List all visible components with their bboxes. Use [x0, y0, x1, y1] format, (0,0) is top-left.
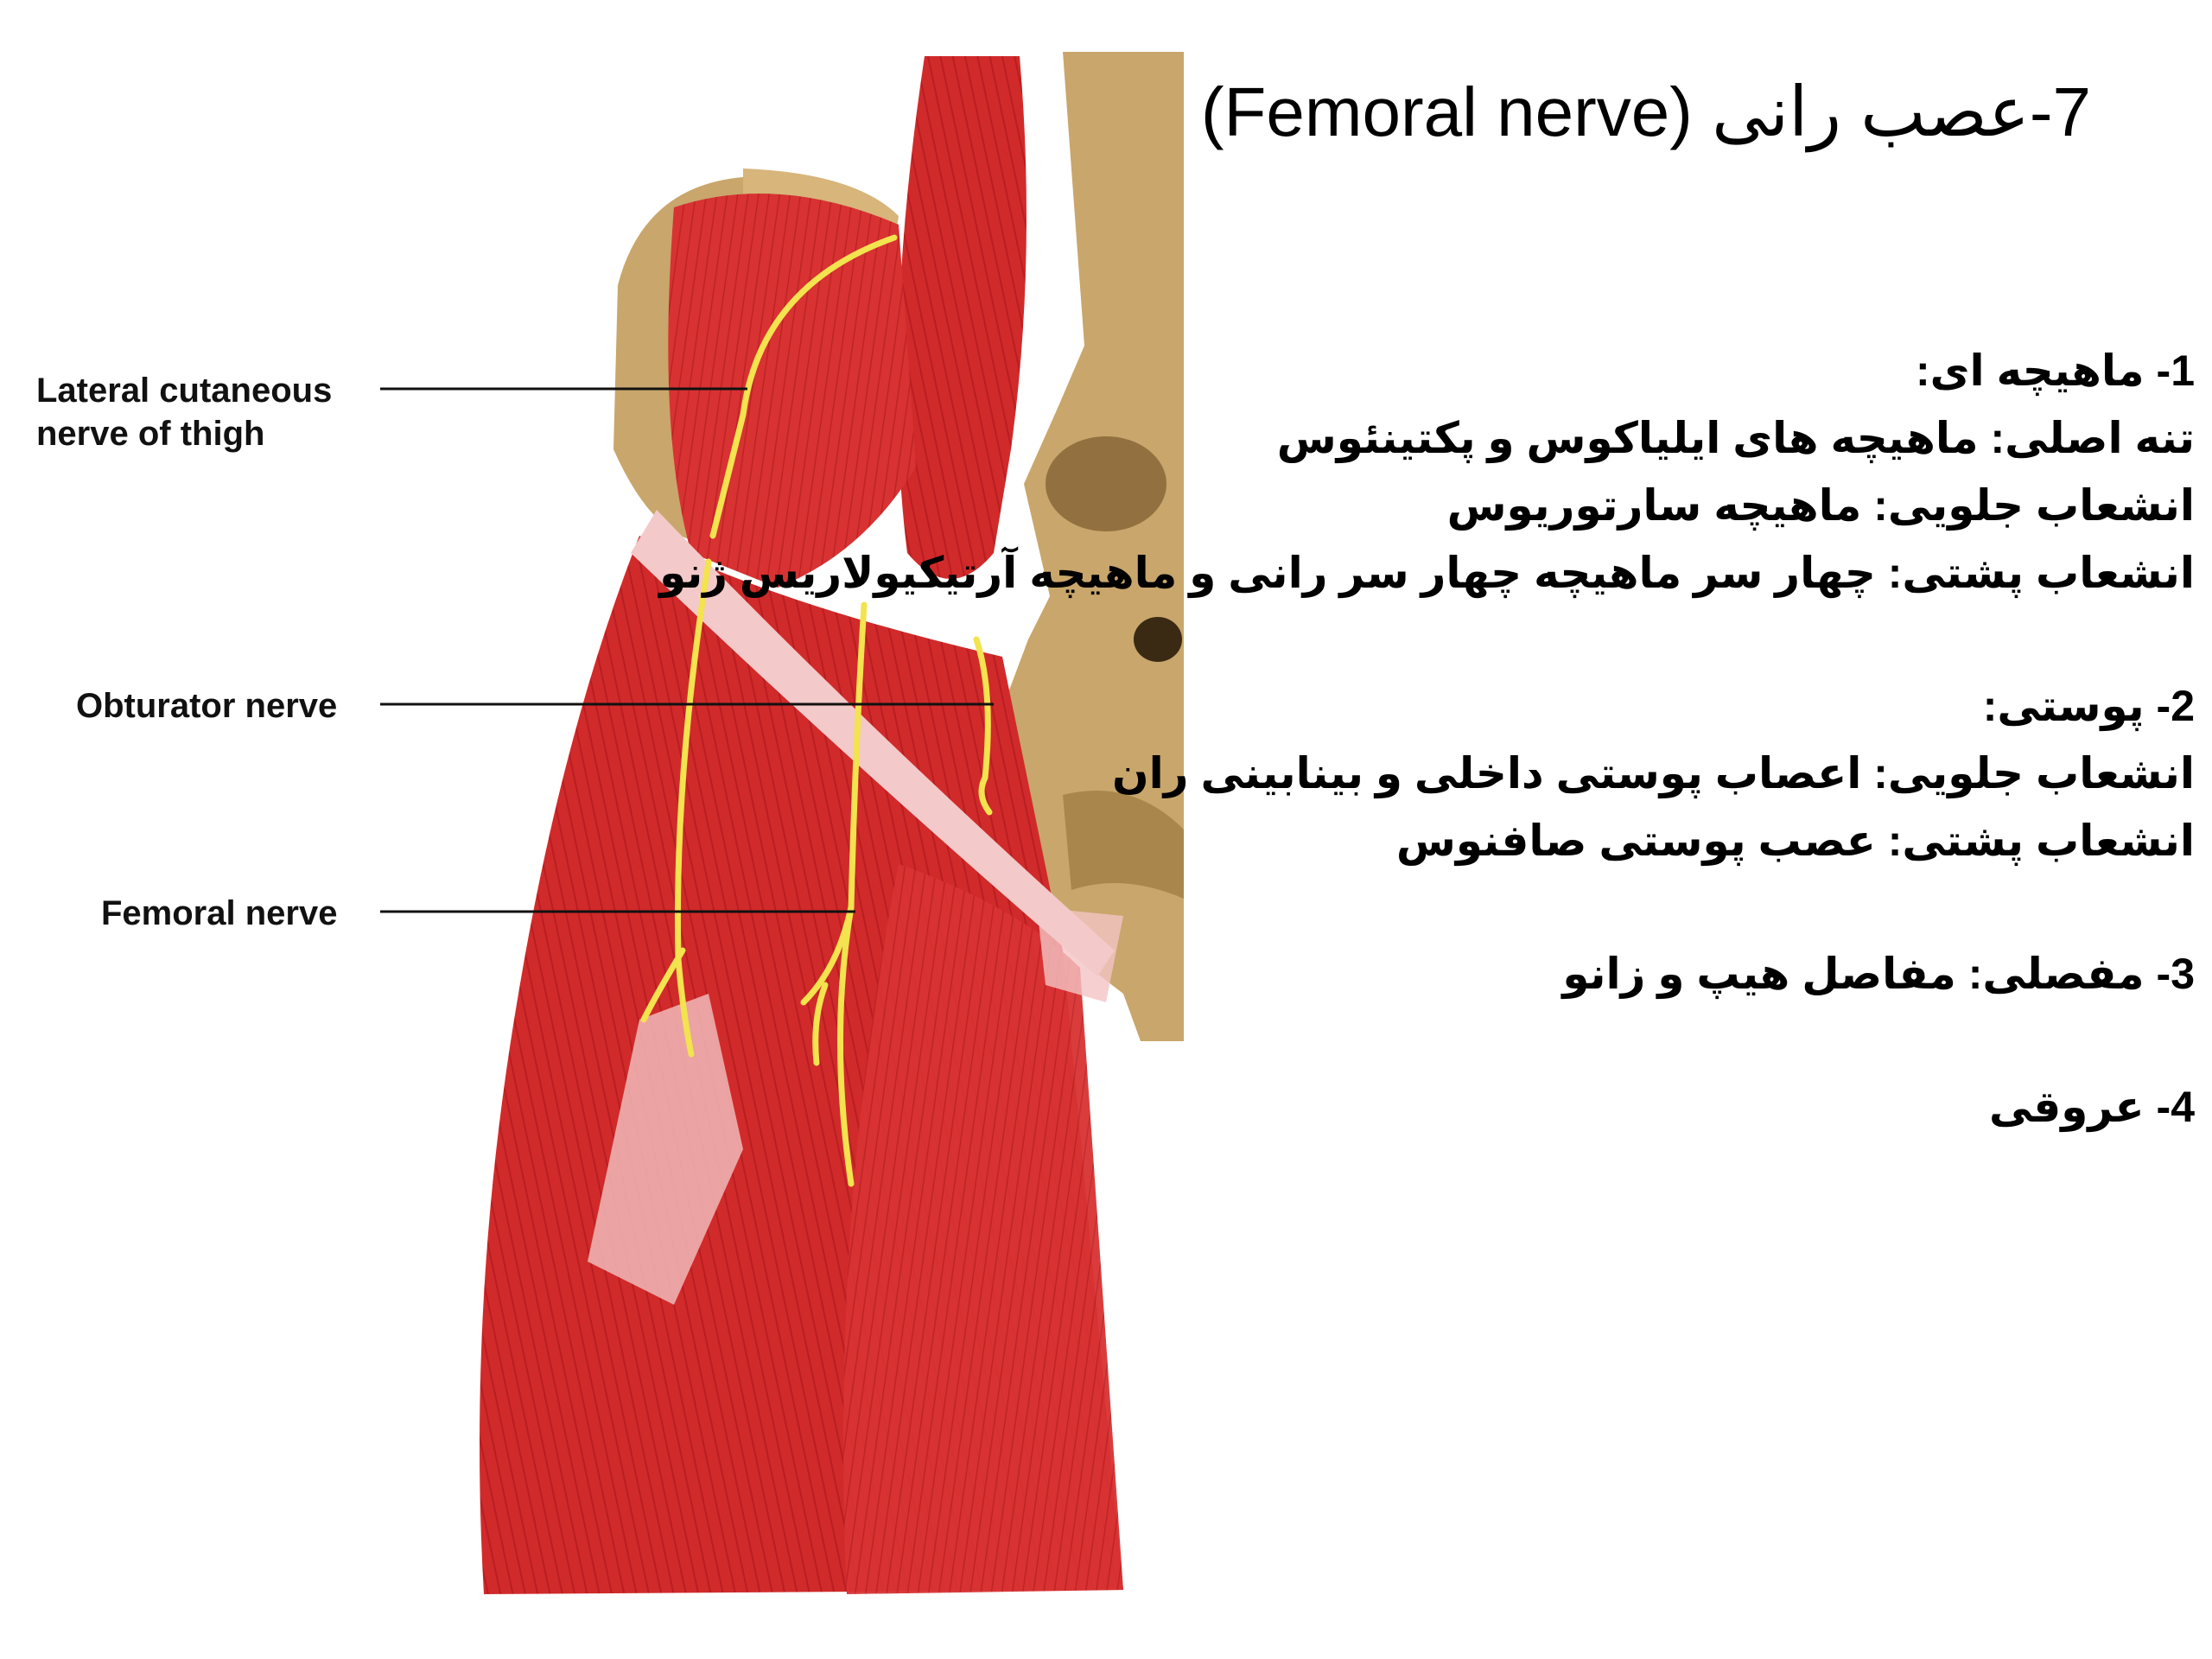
section-vascular: 4- عروقی	[639, 1073, 2195, 1141]
thigh-muscles	[480, 56, 1123, 1594]
cutaneous-anterior-branch: انشعاب جلویی: اعصاب پوستی داخلی و بینابی…	[1111, 749, 2195, 798]
label-lateral-cutaneous-line1: Lateral cutaneous	[36, 372, 332, 410]
muscular-posterior-branch: انشعاب پشتی: چهار سر ماهیچه چهار سر رانی…	[659, 549, 2195, 597]
section-cutaneous: 2- پوستی: انشعاب جلویی: اعصاب پوستی داخل…	[639, 672, 2195, 874]
muscular-main-trunk: تنه اصلی: ماهیچه های ایلیاکوس و پکتینئوس	[1276, 414, 2195, 462]
muscular-anterior-branch: انشعاب جلویی: ماهیچه سارتوریوس	[1446, 481, 2195, 530]
cutaneous-posterior-branch: انشعاب پشتی: عصب پوستی صافنوس	[1395, 817, 2195, 865]
articular-heading: 3- مفصلی: مفاصل هیپ و زانو	[1562, 950, 2195, 998]
section-muscular: 1- ماهیچه ای: تنه اصلی: ماهیچه های ایلیا…	[639, 337, 2195, 607]
label-lateral-cutaneous-line2: nerve of thigh	[36, 415, 264, 453]
section-articular: 3- مفصلی: مفاصل هیپ و زانو	[639, 940, 2195, 1007]
nerve-branches-panel: 1- ماهیچه ای: تنه اصلی: ماهیچه های ایلیا…	[639, 337, 2195, 1206]
muscular-heading: 1- ماهیچه ای:	[1915, 346, 2195, 395]
label-obturator-nerve: Obturator nerve	[76, 687, 337, 725]
leader-lines	[380, 387, 994, 913]
cutaneous-heading: 2- پوستی:	[1982, 682, 2195, 730]
slide-title: 7-عصب رانی (Femoral nerve)	[1200, 73, 2091, 150]
nerves	[640, 234, 993, 1187]
vascular-heading: 4- عروقی	[1988, 1083, 2195, 1131]
label-femoral-nerve: Femoral nerve	[101, 894, 337, 932]
